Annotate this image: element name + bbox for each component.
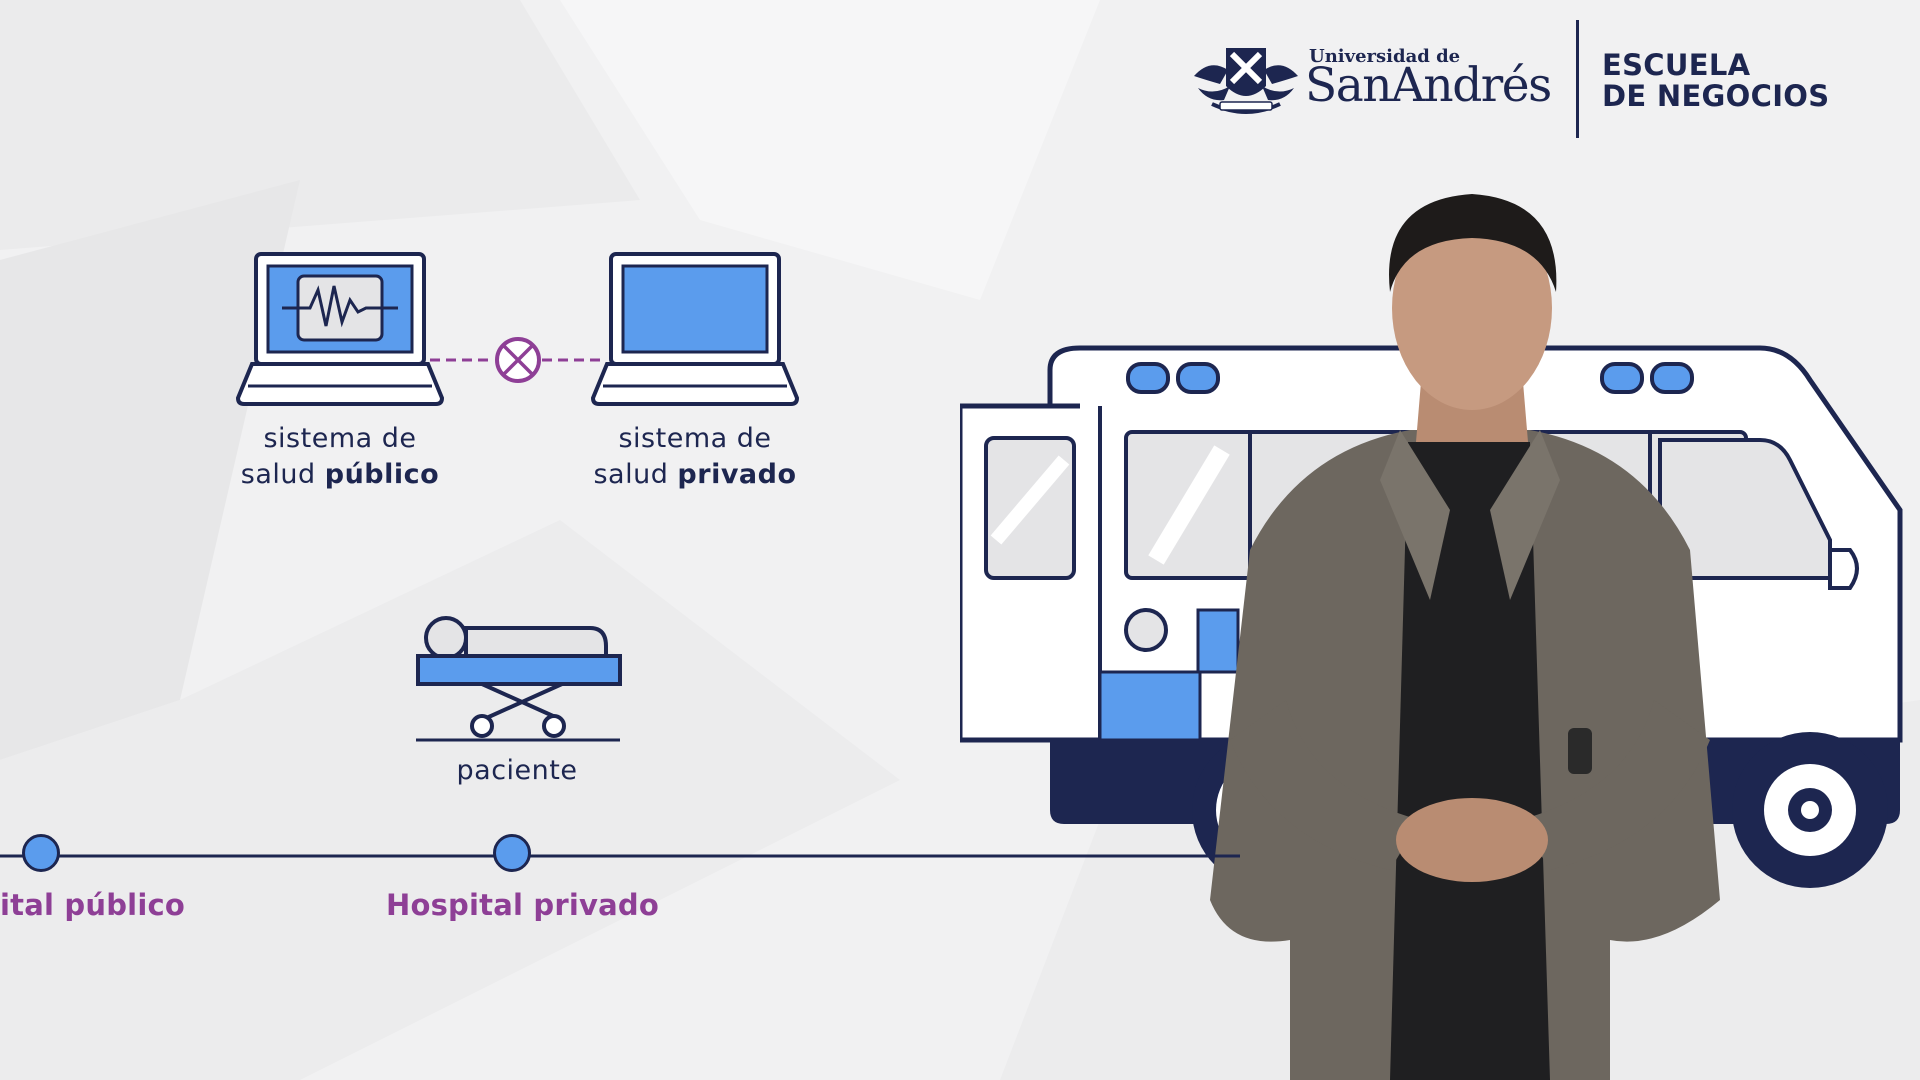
logo-divider: [1576, 20, 1579, 138]
public-system-label: sistema de salud público: [210, 421, 470, 493]
public-system-line-2: salud público: [210, 457, 470, 493]
laptop-private-icon: [591, 252, 800, 406]
private-system-line-1: sistema de: [618, 423, 772, 454]
private-system-prefix: salud: [593, 459, 678, 490]
school-line-2: DE NEGOCIOS: [1602, 79, 1830, 113]
laptop-public-icon: [236, 252, 445, 406]
university-name: SanAndrés: [1305, 58, 1552, 113]
public-system-prefix: salud: [240, 459, 325, 490]
patient-label: paciente: [456, 755, 578, 786]
timeline-label-1: ital público: [0, 888, 185, 922]
private-system-bold: privado: [677, 459, 797, 490]
university-small-text: Universidad de: [1309, 46, 1461, 67]
timeline-node-2[interactable]: [493, 834, 531, 872]
timeline-node-1[interactable]: [22, 834, 60, 872]
private-system-line-2: salud privado: [565, 457, 825, 493]
university-seal-icon: [1194, 48, 1298, 114]
timeline-label-2: Hospital privado: [386, 888, 659, 922]
blocked-connection-icon: [430, 337, 606, 383]
timeline-track: [0, 854, 1240, 858]
public-system-line-1: sistema de: [263, 423, 417, 454]
school-name: ESCUELA DE NEGOCIOS: [1602, 50, 1829, 112]
public-system-bold: público: [324, 459, 440, 490]
stretcher-patient-icon: [416, 616, 622, 742]
private-system-label: sistema de salud privado: [565, 421, 825, 493]
school-line-1: ESCUELA: [1602, 48, 1751, 82]
presenter-person: [1210, 194, 1720, 1080]
